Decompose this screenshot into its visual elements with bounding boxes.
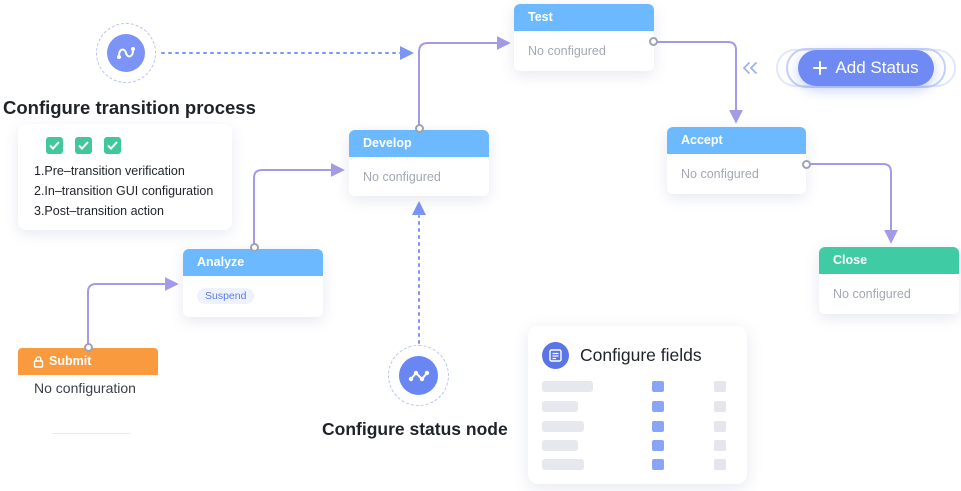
checklist-checks xyxy=(46,137,121,154)
transition-icon-halo xyxy=(96,23,156,83)
connector-test-to-accept xyxy=(654,41,743,124)
plus-icon xyxy=(813,61,828,75)
flow-icon[interactable] xyxy=(399,356,438,395)
status-node-submit[interactable]: Submit No configuration xyxy=(18,348,158,434)
checklist-item: 1.Pre–transition verification xyxy=(34,164,185,178)
node-title: Test xyxy=(514,4,654,31)
checklist-item: 3.Post–transition action xyxy=(34,204,164,218)
node-title-text: Submit xyxy=(49,354,92,368)
arrow-head-develop xyxy=(412,201,426,215)
node-title: Analyze xyxy=(183,249,323,276)
connector-accept-to-close xyxy=(806,163,898,244)
node-title: Submit xyxy=(18,348,158,375)
node-body: No configured xyxy=(528,44,606,58)
connector-develop-to-test xyxy=(418,36,511,128)
status-node-accept[interactable]: Accept No configured xyxy=(667,127,806,194)
node-body: No configured xyxy=(363,170,441,184)
arrow-head-test xyxy=(400,46,414,60)
anchor-point[interactable] xyxy=(250,243,259,252)
check-icon xyxy=(46,137,63,154)
checklist-item: 2.In–transition GUI configuration xyxy=(34,184,214,198)
lock-icon xyxy=(33,355,44,368)
suspend-badge: Suspend xyxy=(197,288,255,304)
anchor-point[interactable] xyxy=(415,124,424,133)
check-icon xyxy=(104,137,121,154)
ripple-ring xyxy=(786,48,946,88)
form-icon xyxy=(542,342,569,369)
node-body: Suspend xyxy=(183,276,323,317)
status-node-close[interactable]: Close No configured xyxy=(819,247,959,314)
anchor-point[interactable] xyxy=(84,343,93,352)
status-node-heading: Configure status node xyxy=(322,419,508,439)
anchor-point[interactable] xyxy=(649,37,658,46)
node-title: Accept xyxy=(667,127,806,154)
node-title: Develop xyxy=(349,130,489,157)
submit-divider xyxy=(52,433,130,434)
route-icon[interactable] xyxy=(107,34,145,72)
status-node-develop[interactable]: Develop No configured xyxy=(349,130,489,196)
connector-submit-to-analyze xyxy=(87,277,179,347)
node-body: No configured xyxy=(681,167,759,181)
check-icon xyxy=(75,137,92,154)
node-title: Close xyxy=(819,247,959,274)
configure-fields-panel[interactable]: Configure fields xyxy=(528,326,747,484)
connector-analyze-to-develop xyxy=(253,163,345,247)
configure-fields-title: Configure fields xyxy=(580,345,702,365)
status-node-icon-halo xyxy=(388,345,449,406)
double-chevron-left-icon xyxy=(742,62,757,74)
status-node-test[interactable]: Test No configured xyxy=(514,4,654,71)
add-status-button[interactable]: Add Status xyxy=(798,50,934,86)
status-node-analyze[interactable]: Analyze Suspend xyxy=(183,249,323,317)
anchor-point[interactable] xyxy=(802,160,811,169)
node-body: No configured xyxy=(833,287,911,301)
node-body: No configuration xyxy=(34,380,136,396)
add-status-label: Add Status xyxy=(835,58,919,77)
transition-process-heading: Configure transition process xyxy=(3,97,256,118)
transition-checklist: 1.Pre–transition verification 2.In–trans… xyxy=(18,124,232,230)
